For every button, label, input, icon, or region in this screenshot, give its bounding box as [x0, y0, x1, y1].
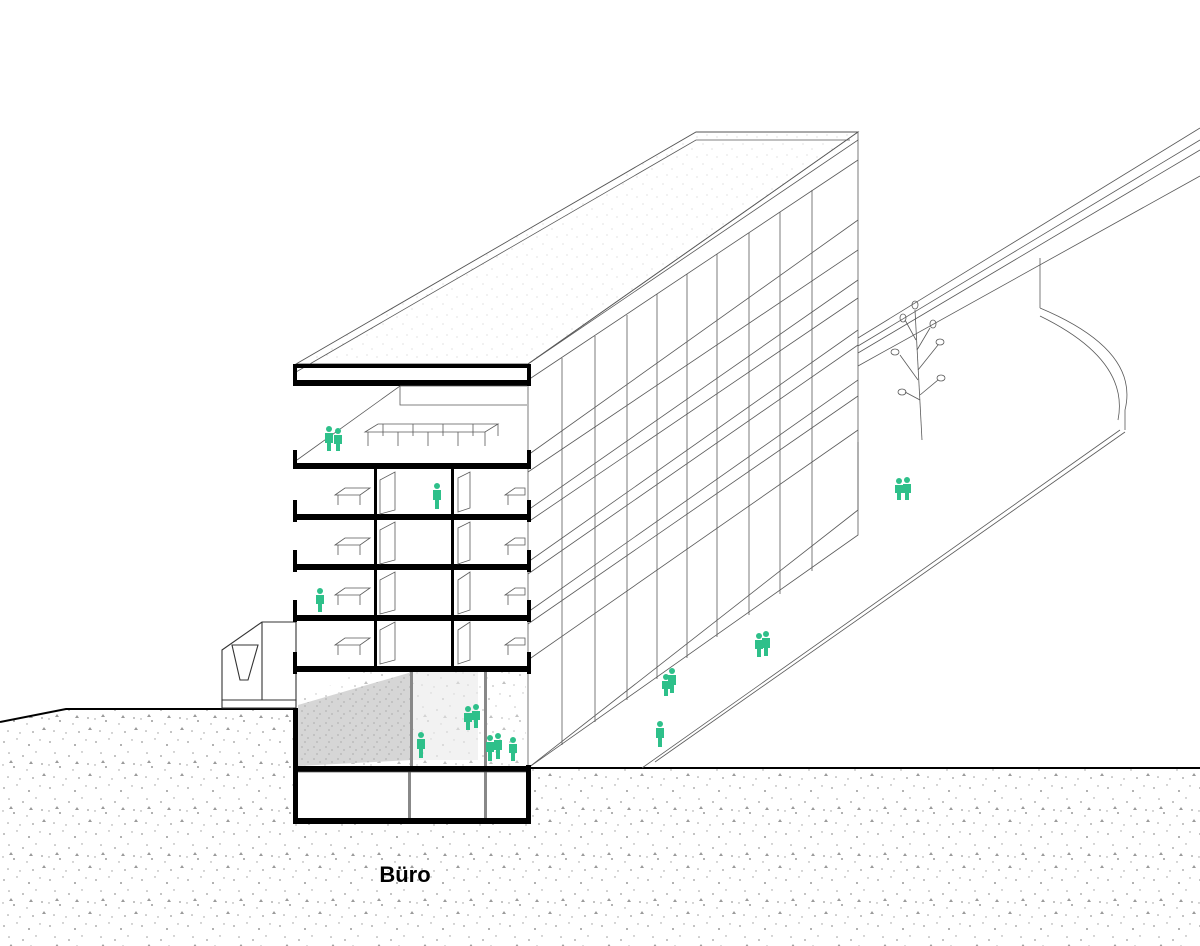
person-icon — [433, 483, 441, 509]
people — [316, 426, 911, 761]
person-icon — [464, 706, 472, 730]
person-icon — [895, 478, 903, 500]
person-icon — [762, 631, 770, 656]
person-icon — [494, 733, 502, 759]
person-icon — [903, 477, 911, 500]
street-lines — [527, 429, 1126, 769]
person-icon — [334, 428, 342, 451]
ground-section — [0, 709, 1200, 946]
person-icon — [316, 588, 324, 612]
ground-line — [0, 708, 1200, 769]
person-icon — [486, 735, 494, 761]
section-cut — [293, 364, 531, 824]
person-icon — [417, 732, 425, 758]
person-icon — [755, 633, 763, 657]
tree-icon — [890, 300, 946, 441]
tram — [221, 621, 297, 709]
railway-viaduct — [857, 127, 1200, 430]
person-icon — [668, 668, 676, 693]
person-icon — [656, 721, 664, 747]
facade — [527, 139, 859, 769]
caption-label: Büro — [379, 862, 431, 887]
furniture — [333, 423, 526, 655]
person-icon — [509, 737, 517, 761]
ground-floor-hall — [298, 672, 526, 818]
roof — [294, 131, 860, 373]
person-icon — [325, 426, 333, 451]
person-icon — [472, 704, 480, 728]
